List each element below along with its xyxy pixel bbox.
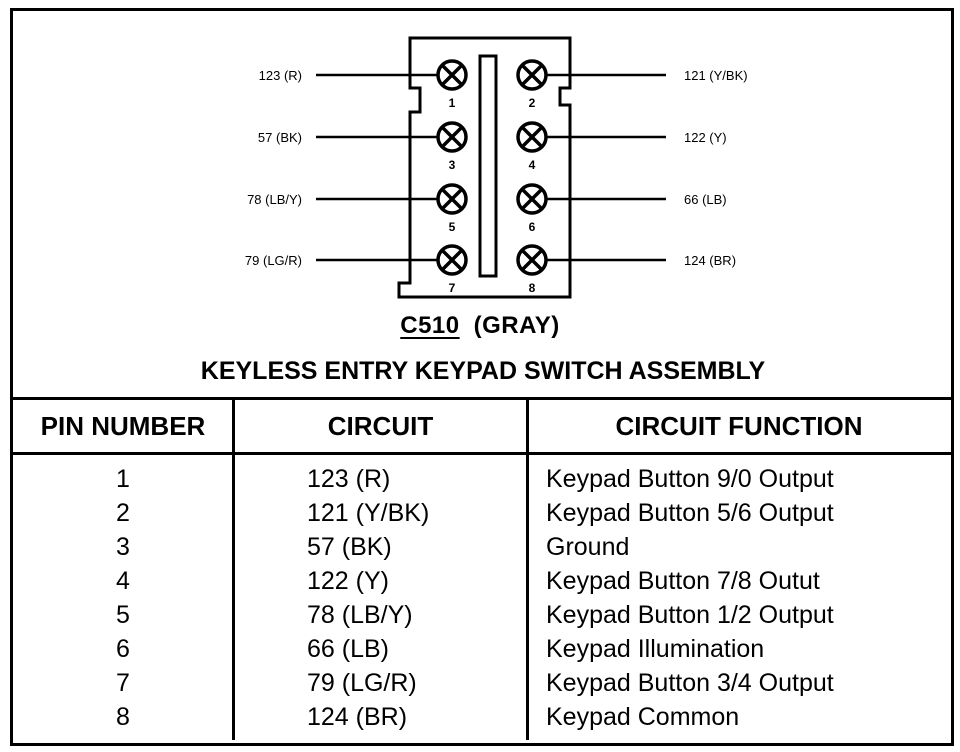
wire-label: 123 (R): [259, 68, 302, 83]
table-cell-function: Keypad Button 9/0 Output: [546, 465, 834, 493]
assembly-title: KEYLESS ENTRY KEYPAD SWITCH ASSEMBLY: [200, 357, 766, 385]
pin-terminal-x: [441, 249, 463, 271]
table-header-divider: [10, 452, 951, 455]
pin-terminal-x: [441, 188, 463, 210]
table-cell-pin: 5: [116, 601, 130, 629]
pin-terminal-x: [521, 126, 543, 148]
pin-number: 2: [529, 96, 536, 110]
connector-color: (GRAY): [473, 312, 560, 339]
wire-label: 121 (Y/BK): [684, 68, 748, 83]
table-cell-function: Keypad Button 7/8 Outut: [546, 567, 820, 595]
pin-terminal-x: [521, 64, 543, 86]
pin-terminal-x: [521, 249, 543, 271]
table-cell-function: Keypad Common: [546, 703, 740, 731]
table-cell-circuit: 121 (Y/BK): [307, 499, 430, 527]
pin-number: 4: [529, 158, 536, 172]
table-cell-pin: 8: [116, 703, 130, 731]
connector-title: C510 (GRAY): [0, 312, 960, 340]
table-cell-function: Keypad Button 1/2 Output: [546, 601, 834, 629]
table-cell-pin: 7: [116, 669, 130, 697]
table-cell-circuit: 57 (BK): [307, 533, 392, 561]
pin-number: 1: [449, 96, 456, 110]
pin-terminal-x: [521, 188, 543, 210]
pin-number: 5: [449, 220, 456, 234]
table-cell-function: Ground: [546, 533, 630, 561]
table-cell-circuit: 124 (BR): [307, 703, 408, 731]
header-pin-number: PIN NUMBER: [40, 411, 206, 441]
wire-label: 122 (Y): [684, 130, 727, 145]
table-cell-function: Keypad Button 3/4 Output: [546, 669, 834, 697]
pin-terminal-x: [441, 64, 463, 86]
table-cell-circuit: 78 (LB/Y): [307, 601, 413, 629]
table-cell-pin: 6: [116, 635, 130, 663]
table-cell-circuit: 122 (Y): [307, 567, 389, 595]
section-divider: [10, 397, 951, 400]
table-cell-function: Keypad Button 5/6 Output: [546, 499, 834, 527]
table-cell-pin: 4: [116, 567, 130, 595]
table-cell-circuit: 123 (R): [307, 465, 391, 493]
header-circuit: CIRCUIT: [327, 411, 434, 441]
table-cell-function: Keypad Illumination: [546, 635, 765, 663]
pin-number: 3: [449, 158, 456, 172]
pin-terminal-x: [441, 126, 463, 148]
connector-key-slot: [478, 54, 498, 278]
wire-label: 57 (BK): [258, 130, 302, 145]
pin-number: 8: [529, 281, 536, 295]
table-column-divider: [526, 400, 529, 740]
table-cell-circuit: 79 (LG/R): [307, 669, 417, 697]
wire-label: 66 (LB): [684, 192, 727, 207]
wire-label: 124 (BR): [684, 253, 736, 268]
pin-number: 7: [449, 281, 456, 295]
table-cell-circuit: 66 (LB): [307, 635, 389, 663]
diagram-frame: [10, 8, 954, 746]
wire-label: 79 (LG/R): [245, 253, 302, 268]
connector-id: C510: [400, 312, 460, 339]
table-cell-pin: 2: [116, 499, 130, 527]
table-cell-pin: 3: [116, 533, 130, 561]
pin-number: 6: [529, 220, 536, 234]
table-column-divider: [232, 400, 235, 740]
wire-label: 78 (LB/Y): [247, 192, 302, 207]
header-circuit-function: CIRCUIT FUNCTION: [615, 411, 863, 441]
table-cell-pin: 1: [116, 465, 130, 493]
